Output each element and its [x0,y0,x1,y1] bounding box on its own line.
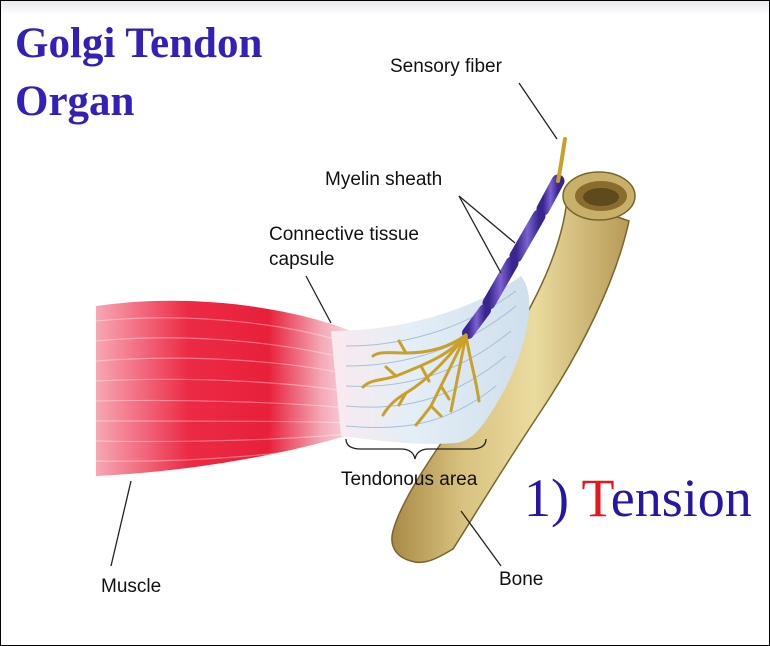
caption-number: 1) [524,468,569,528]
capsule-label-line1: Connective tissue [269,224,419,246]
muscle-label: Muscle [101,576,161,598]
myelin-leader-1 [459,196,515,243]
sensory-fiber-leader [519,83,557,139]
sensory-fiber-label: Sensory fiber [390,56,502,78]
capsule-label-line2: capsule [269,249,335,271]
caption-accent-letter: T [582,468,611,528]
myelin-leader-2 [459,196,501,273]
muscle-shape [96,301,361,476]
muscle-leader [111,481,131,566]
caption-rest: ension [611,468,752,528]
capsule-leader [306,276,331,323]
bone-label: Bone [499,569,543,591]
tendonous-area-label: Tendonous area [341,469,477,491]
myelin-sheath-label: Myelin sheath [325,169,442,191]
bone-leader [461,511,501,566]
tension-caption: 1) Tension [524,467,752,529]
sensory-fiber-shape [558,139,565,181]
